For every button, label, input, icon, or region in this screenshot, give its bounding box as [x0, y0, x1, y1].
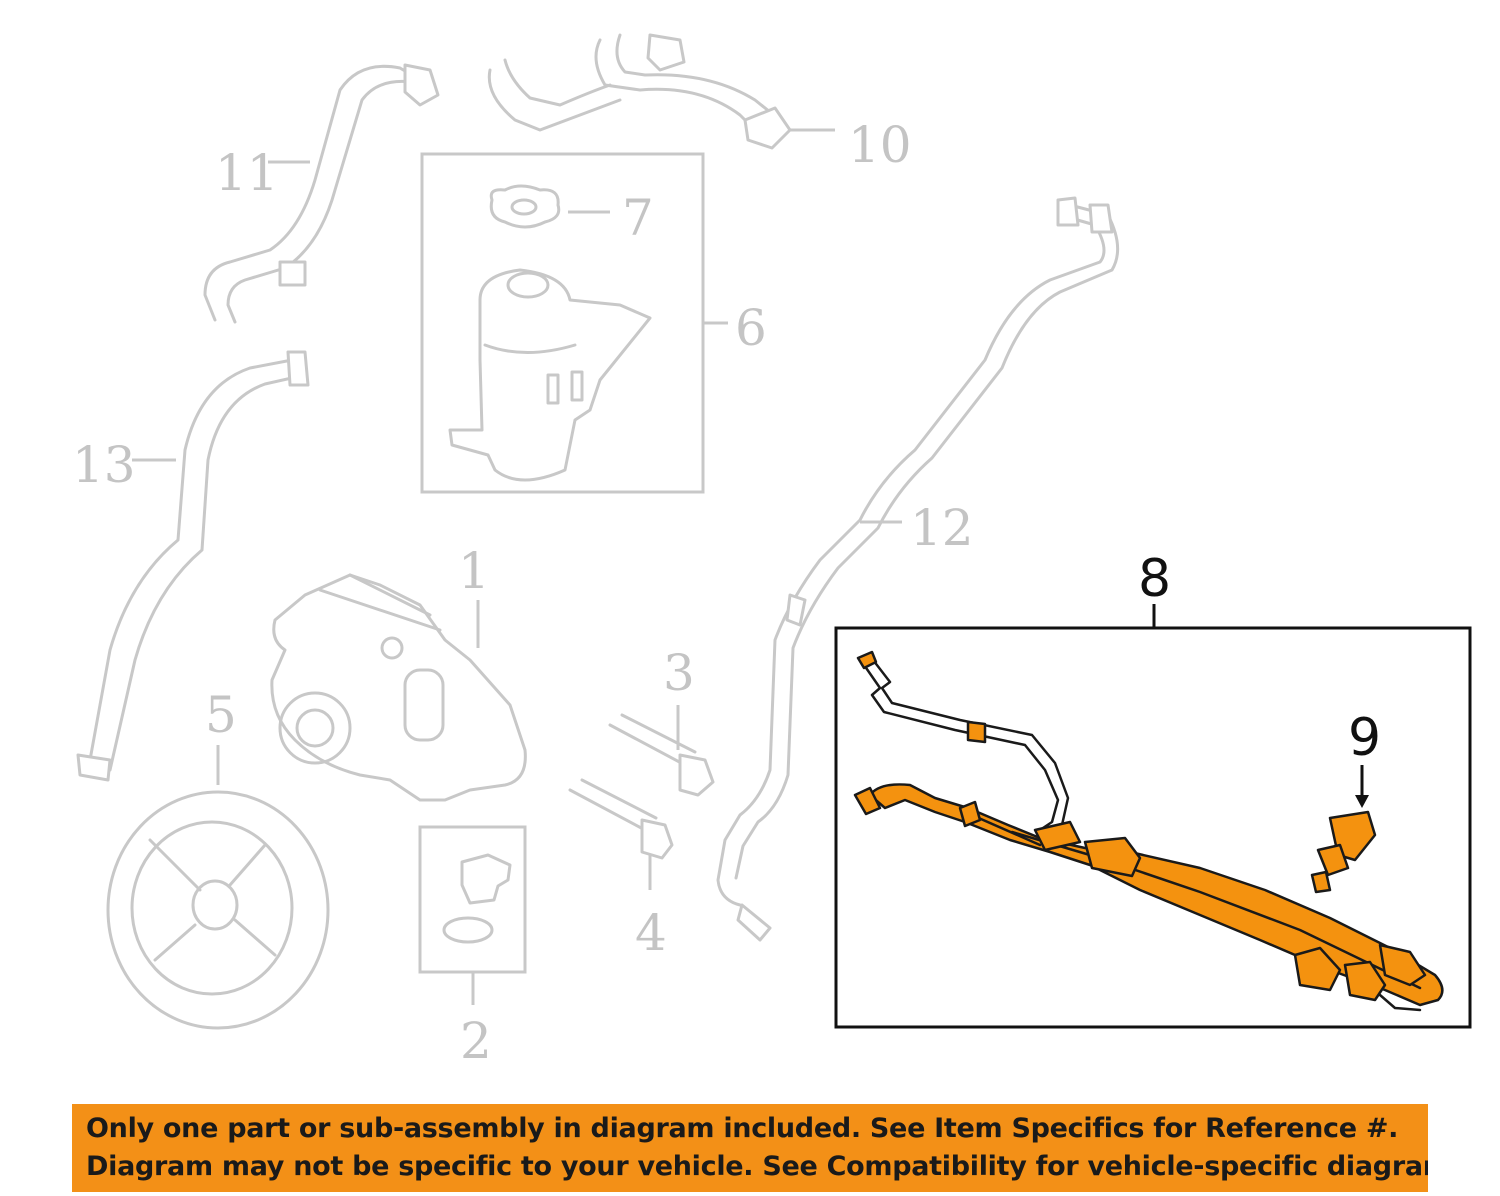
callout-4: 4: [635, 904, 667, 962]
callout-1: 1: [458, 542, 490, 600]
disclaimer-line-2: Diagram may not be specific to your vehi…: [86, 1151, 1428, 1182]
part-3-bolt: [608, 713, 715, 797]
part-8-pressure-hose[interactable]: [853, 650, 1444, 1012]
callout-3: 3: [663, 644, 695, 702]
callout-2: 2: [460, 1012, 492, 1070]
part-10-hose: [487, 33, 792, 150]
callout-12: 12: [910, 499, 974, 557]
part-12-line: [716, 196, 1120, 942]
callout-11: 11: [215, 144, 279, 202]
disclaimer-line-1: Only one part or sub-assembly in diagram…: [86, 1113, 1399, 1144]
callout-8: 8: [1138, 549, 1171, 609]
part-1-pump: [270, 573, 527, 802]
part-13-hose: [76, 350, 310, 782]
part-4-bolt: [568, 778, 674, 860]
callout-13: 13: [72, 436, 136, 494]
ghost-callouts: 1 2 3 4 5 6 7 10 11 12 13: [72, 116, 974, 1070]
part-7-cap: [489, 184, 561, 229]
callout-10: 10: [848, 116, 912, 174]
part-2-kit-box: [418, 825, 527, 974]
callout-5: 5: [205, 686, 237, 744]
disclaimer-banner: Only one part or sub-assembly in diagram…: [72, 1104, 1428, 1192]
part-6-reservoir-box: [420, 152, 705, 494]
callout-9: 9: [1348, 708, 1381, 768]
part-9-sensor[interactable]: 9: [1310, 708, 1381, 894]
part-11-hose: [203, 63, 440, 324]
callout-7: 7: [622, 189, 654, 247]
part-8-highlight-box: 8: [834, 549, 1472, 1029]
part-5-pulley: [106, 790, 330, 1030]
callout-6: 6: [735, 299, 767, 357]
